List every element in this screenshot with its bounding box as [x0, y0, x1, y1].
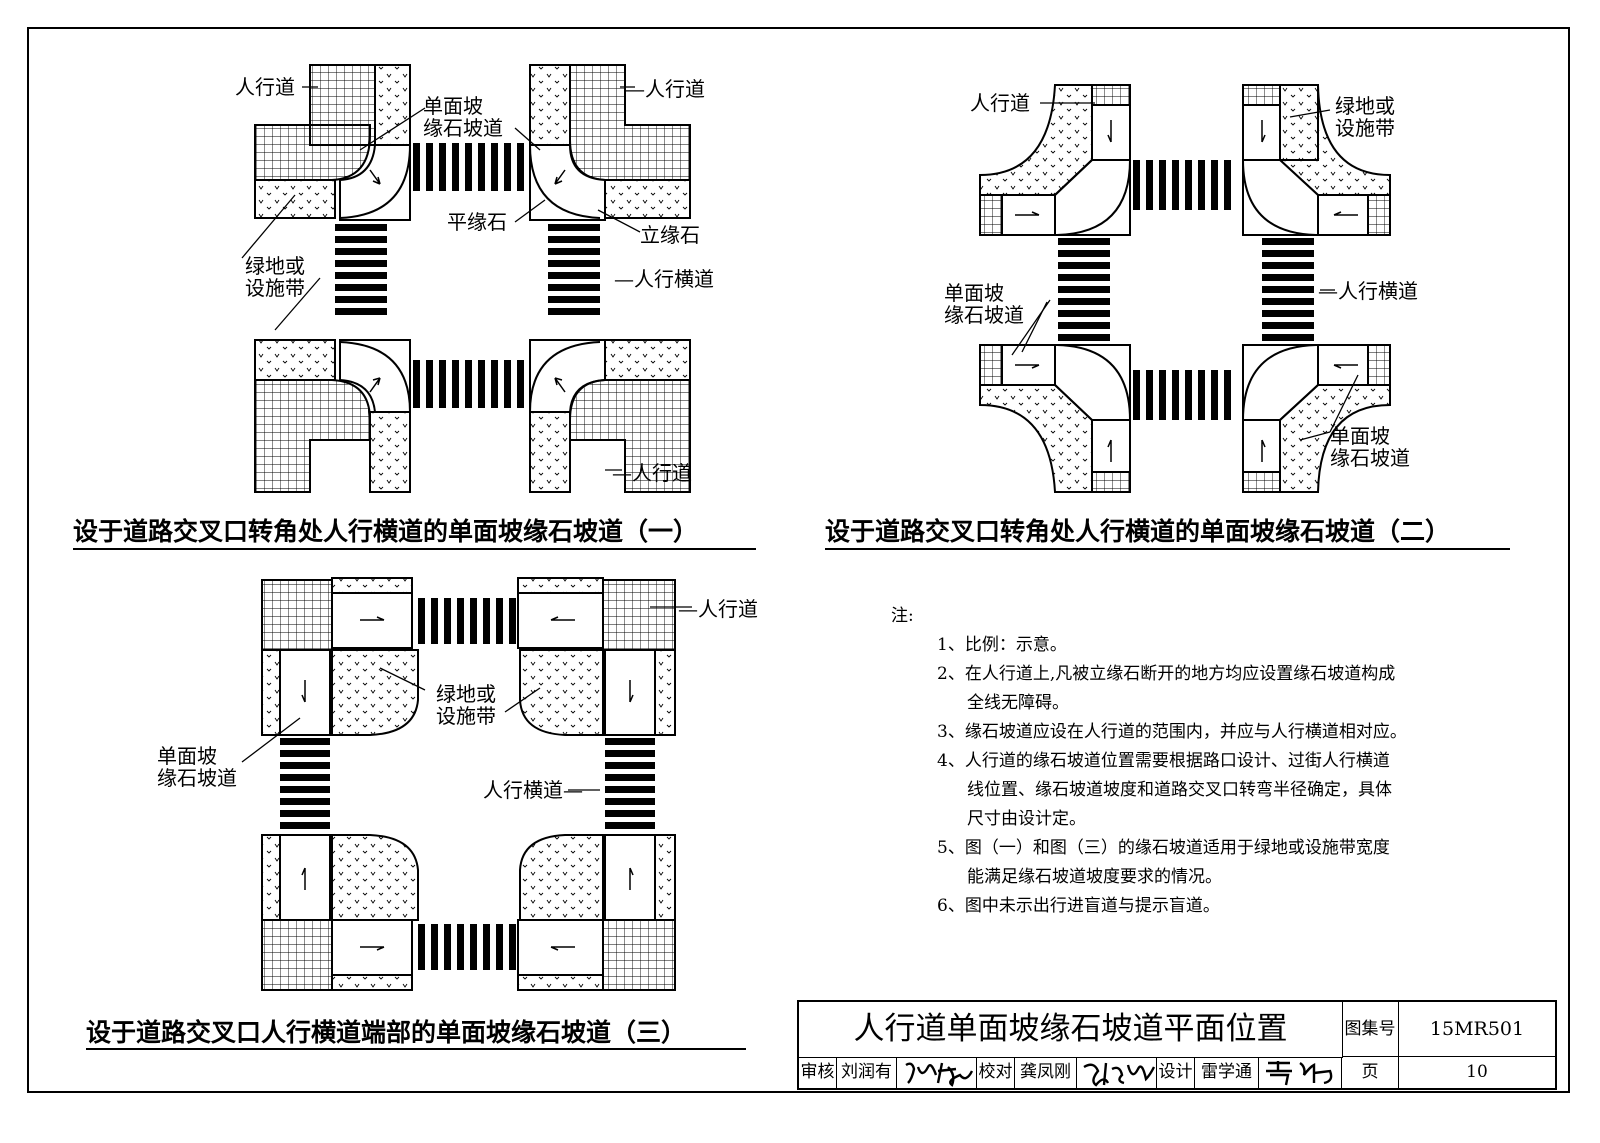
note-item: 6、图中未示出行进盲道与提示盲道。 [937, 896, 1220, 916]
page-label: 页 [1342, 1057, 1399, 1088]
label-fig2-ramp-right: 单面坡 缘石坡道 [1330, 424, 1410, 470]
note-item-continuation: 能满足缘石坡道坡度要求的情况。 [967, 867, 1222, 887]
label-fig1-crosswalk: —人行横道 [614, 267, 714, 291]
label-fig1-flat-curb: 平缘石 [447, 210, 507, 234]
figure-1 [241, 64, 691, 493]
page-number: 10 [1466, 1062, 1488, 1082]
checker-signature [1077, 1057, 1157, 1088]
label-fig2-sidewalk: 人行道 [970, 91, 1030, 115]
drawing-frame [27, 27, 1570, 1093]
caption-fig1: 设于道路交叉口转角处人行横道的单面坡缘石坡道（一） [73, 517, 699, 546]
title-block: 人行道单面坡缘石坡道平面位置 图集号 15MR501 审核 刘润有 校对 龚凤刚… [797, 1000, 1557, 1090]
label-fig2-ramp-left: 单面坡 缘石坡道 [944, 281, 1024, 327]
note-item: 3、缘石坡道应设在人行道的范围内，并应与人行横道相对应。 [937, 722, 1407, 742]
note-item: 5、图（一）和图（三）的缘石坡道适用于绿地或设施带宽度 [937, 838, 1390, 858]
review-label: 审核 [799, 1057, 837, 1088]
figure-3 [241, 577, 692, 991]
atlas-number: 15MR501 [1399, 1002, 1555, 1057]
reviewer-signature [897, 1057, 977, 1088]
caption-fig1-underline [73, 548, 756, 550]
label-fig3-crosswalk: 人行横道— [483, 778, 583, 802]
label-fig1-sidewalk-tr: —人行道 [625, 77, 705, 101]
figure-2 [979, 84, 1391, 493]
note-item-continuation: 尺寸由设计定。 [967, 809, 1086, 829]
notes-list: 1、比例：示意。 2、在人行道上,凡被立缘石断开的地方均应设置缘石坡道构成全线无障… [905, 631, 1407, 921]
notes-block: 注: 1、比例：示意。 2、在人行道上,凡被立缘石断开的地方均应设置缘石坡道构成全… [891, 602, 1407, 921]
label-fig1-sidewalk-tl: 人行道 [235, 75, 295, 99]
drawing-title: 人行道单面坡缘石坡道平面位置 [799, 1002, 1343, 1058]
checker-name: 龚凤刚 [1015, 1057, 1077, 1088]
designer-name: 雷学通 [1195, 1057, 1259, 1088]
design-label: 设计 [1157, 1057, 1195, 1088]
designer-signature [1259, 1057, 1342, 1088]
caption-fig2-underline [825, 548, 1510, 550]
note-item: 4、人行道的缘石坡道位置需要根据路口设计、过街人行横道 [937, 751, 1390, 771]
label-fig1-ramp: 单面坡 缘石坡道 [423, 94, 503, 140]
caption-fig2: 设于道路交叉口转角处人行横道的单面坡缘石坡道（二） [825, 517, 1451, 546]
label-fig2-crosswalk: —人行横道 [1318, 279, 1418, 303]
label-fig2-green-belt: 绿地或 设施带 [1335, 94, 1395, 140]
note-item-continuation: 全线无障碍。 [967, 693, 1069, 713]
label-fig1-sidewalk-br: —人行道 [612, 461, 692, 485]
note-item-continuation: 线位置、缘石坡道坡度和道路交叉口转弯半径确定，具体 [967, 780, 1392, 800]
note-item: 1、比例：示意。 [937, 635, 1067, 655]
atlas-label: 图集号 [1342, 1002, 1399, 1057]
label-fig3-sidewalk: —人行道 [678, 597, 758, 621]
notes-heading: 注: [891, 606, 914, 626]
note-item: 2、在人行道上,凡被立缘石断开的地方均应设置缘石坡道构成 [937, 664, 1396, 684]
caption-fig3-underline [86, 1048, 746, 1050]
reviewer-name: 刘润有 [837, 1057, 897, 1088]
label-fig3-ramp: 单面坡 缘石坡道 [157, 744, 237, 790]
check-label: 校对 [977, 1057, 1015, 1088]
label-fig1-green-belt: 绿地或 设施带 [245, 254, 305, 300]
caption-fig3: 设于道路交叉口人行横道端部的单面坡缘石坡道（三） [86, 1018, 687, 1047]
label-fig3-green-belt: 绿地或 设施带 [436, 682, 496, 728]
label-fig1-vertical-curb: 立缘石 [640, 223, 700, 247]
